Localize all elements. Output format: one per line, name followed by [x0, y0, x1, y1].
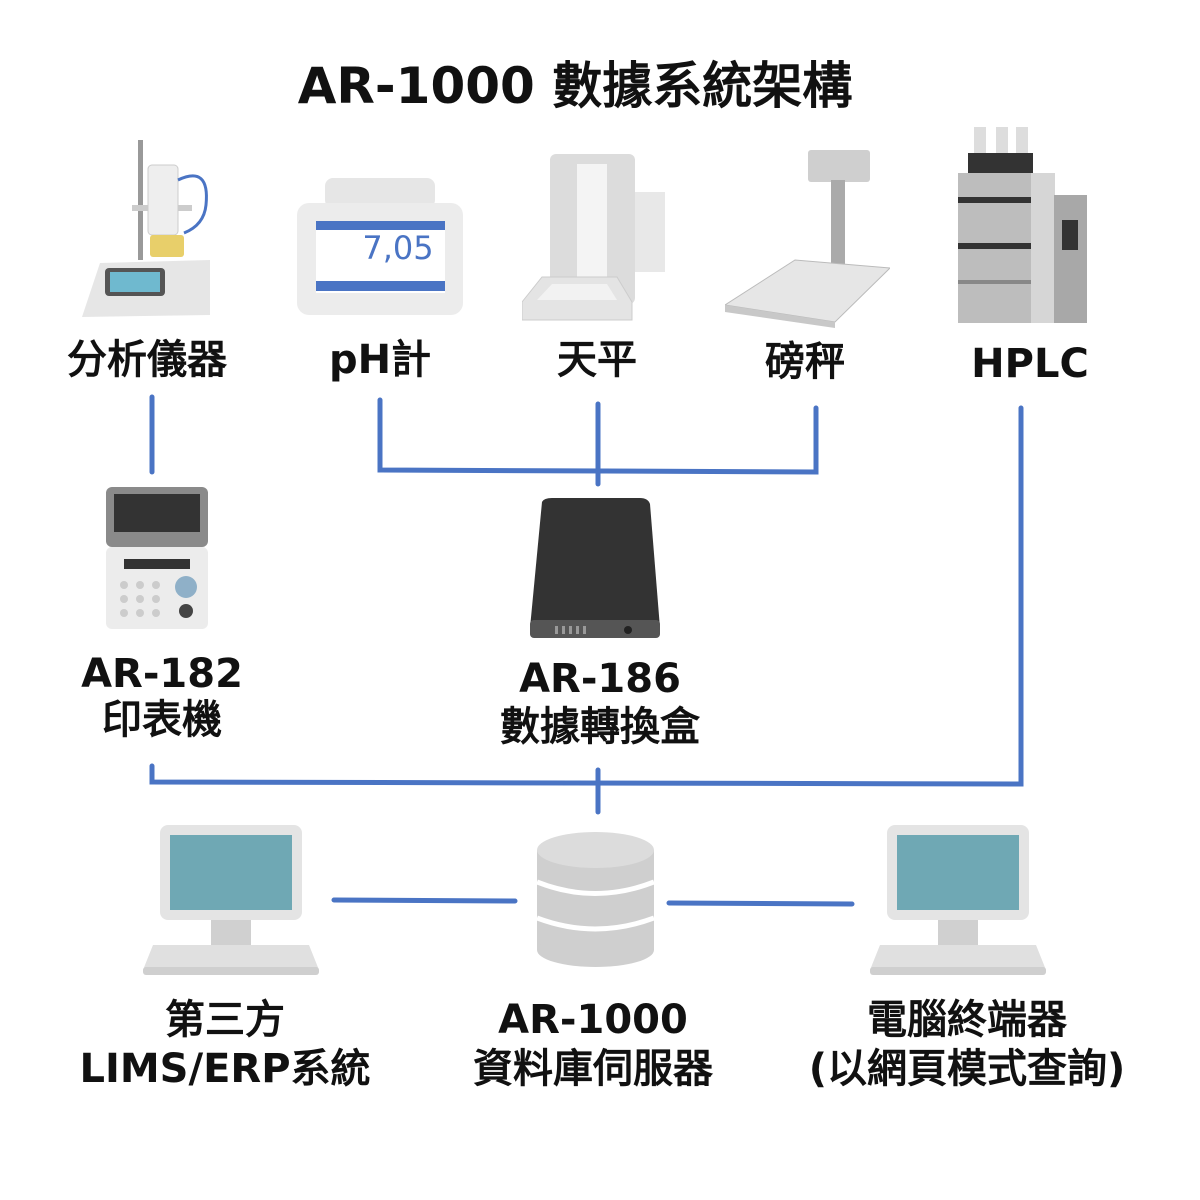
terminal-computer-icon — [870, 825, 1046, 975]
ph-meter-label: pH計 — [328, 337, 432, 383]
ph-display-value: 7,05 — [362, 229, 434, 267]
converter-name: 數據轉換盒 — [500, 704, 700, 750]
converter-box-icon — [530, 498, 660, 638]
terminal-line2: (以網頁模式查詢) — [808, 1046, 1126, 1092]
third-party-line1: 第三方 — [165, 997, 285, 1043]
scale-icon — [725, 150, 890, 328]
ph-meter-icon — [297, 178, 463, 315]
terminal-line1: 電腦終端器 — [867, 997, 1067, 1043]
hplc-label: HPLC — [971, 341, 1089, 387]
line-hplc-bus — [149, 405, 1024, 787]
line-lims-server — [331, 897, 518, 904]
hplc-icon — [958, 127, 1087, 323]
printer-model: AR-182 — [81, 651, 243, 697]
balance-label: 天平 — [557, 337, 637, 383]
database-server-icon — [537, 832, 654, 967]
converter-model: AR-186 — [519, 656, 681, 702]
server-model: AR-1000 — [498, 997, 688, 1043]
analyzer-icon — [82, 140, 210, 317]
third-party-line2: LIMS/ERP系統 — [79, 1046, 371, 1092]
server-name: 資料庫伺服器 — [473, 1046, 713, 1092]
balance-icon — [522, 154, 665, 321]
diagram-title: AR-1000 數據系統架構 — [297, 57, 853, 115]
printer-icon — [106, 487, 208, 629]
printer-name: 印表機 — [102, 697, 222, 743]
scale-label: 磅秤 — [765, 339, 845, 385]
line-server-terminal — [666, 900, 855, 907]
analyzer-label: 分析儀器 — [67, 337, 227, 383]
lims-computer-icon — [143, 825, 319, 975]
